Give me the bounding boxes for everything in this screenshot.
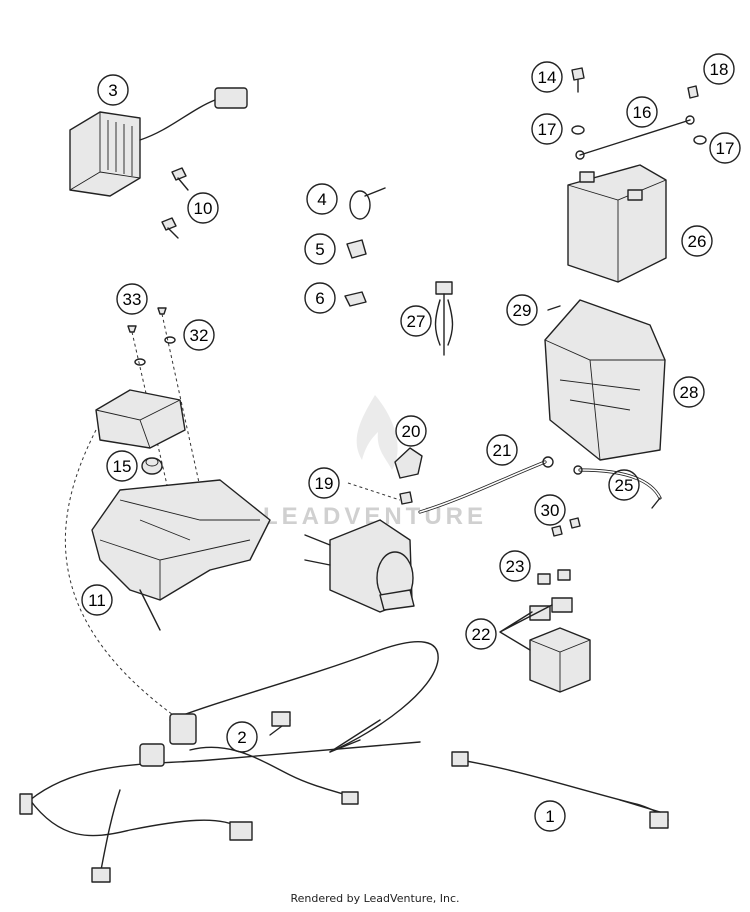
part-5-clip [346, 239, 367, 259]
callout-15: 15 [106, 450, 138, 482]
connection-line [64, 429, 181, 721]
svg-text:23: 23 [506, 557, 525, 576]
callout-26: 26 [681, 225, 713, 257]
part-26-battery [567, 164, 667, 283]
svg-text:1: 1 [545, 807, 554, 826]
callout-22: 22 [465, 618, 497, 650]
part-6-holder [344, 291, 367, 307]
callout-30: 30 [534, 494, 566, 526]
svg-text:33: 33 [123, 290, 142, 309]
callouts: 3 10 4 5 6 27 14 16 17 18 17 26 29 28 33… [81, 53, 741, 832]
svg-text:15: 15 [113, 457, 132, 476]
svg-text:21: 21 [493, 441, 512, 460]
svg-text:20: 20 [402, 422, 421, 441]
part-2-wiring-harness [19, 641, 439, 883]
part-25-cable [573, 465, 662, 509]
callout-25: 25 [608, 469, 640, 501]
callout-17-left: 17 [531, 113, 563, 145]
part-21-cable [418, 456, 554, 514]
svg-text:17: 17 [538, 120, 557, 139]
callout-10: 10 [187, 192, 219, 224]
part-30-screws [551, 517, 581, 537]
svg-text:30: 30 [541, 501, 560, 520]
svg-text:6: 6 [315, 289, 324, 308]
part-1-cable [451, 751, 669, 829]
part-ecu-module [95, 389, 186, 449]
part-19-nut [347, 482, 413, 505]
battery-hardware [571, 67, 707, 160]
svg-text:18: 18 [710, 60, 729, 79]
svg-text:11: 11 [88, 591, 106, 610]
callout-32: 32 [183, 319, 215, 351]
svg-text:22: 22 [472, 625, 491, 644]
callout-19: 19 [308, 467, 340, 499]
part-10-screws [161, 167, 189, 239]
callout-4: 4 [306, 183, 338, 215]
svg-text:16: 16 [633, 103, 652, 122]
callout-5: 5 [304, 233, 336, 265]
callout-3: 3 [97, 74, 129, 106]
svg-text:2: 2 [237, 728, 246, 747]
footer-credit: Rendered by LeadVenture, Inc. [290, 892, 460, 905]
callout-23: 23 [499, 550, 531, 582]
svg-text:3: 3 [108, 81, 117, 100]
watermark: LEADVENTURE [263, 395, 483, 530]
part-11-electronics-box [91, 479, 271, 631]
svg-text:28: 28 [680, 383, 699, 402]
callout-14: 14 [531, 61, 563, 93]
svg-text:17: 17 [716, 139, 735, 158]
callout-18: 18 [703, 53, 735, 85]
callout-6: 6 [304, 282, 336, 314]
callout-29: 29 [506, 294, 538, 326]
part-4-cable-tie [349, 187, 386, 220]
callout-2: 2 [226, 721, 258, 753]
callout-17-right: 17 [709, 132, 741, 164]
svg-text:27: 27 [407, 312, 426, 331]
part-22-starter-relay [499, 597, 591, 693]
callout-27: 27 [400, 305, 432, 337]
part-23-fuses [537, 569, 571, 585]
svg-text:29: 29 [513, 301, 532, 320]
svg-text:4: 4 [317, 190, 326, 209]
svg-text:5: 5 [315, 240, 324, 259]
callout-21: 21 [486, 434, 518, 466]
starter-motor [304, 519, 415, 613]
part-27-fuse-holder [434, 281, 454, 356]
callout-16: 16 [626, 96, 658, 128]
part-28-battery-holder [544, 299, 666, 461]
svg-text:10: 10 [194, 199, 213, 218]
svg-text:19: 19 [315, 474, 334, 493]
part-20-cap [394, 447, 423, 479]
svg-text:14: 14 [538, 68, 557, 87]
callout-33: 33 [116, 283, 148, 315]
svg-text:25: 25 [615, 476, 634, 495]
callout-28: 28 [673, 376, 705, 408]
svg-text:26: 26 [688, 232, 707, 251]
part-3-voltage-regulator [69, 87, 248, 197]
callout-20: 20 [395, 415, 427, 447]
part-15-grommet [141, 457, 163, 475]
callout-1: 1 [534, 800, 566, 832]
callout-11: 11 [81, 584, 113, 616]
svg-text:32: 32 [190, 326, 209, 345]
